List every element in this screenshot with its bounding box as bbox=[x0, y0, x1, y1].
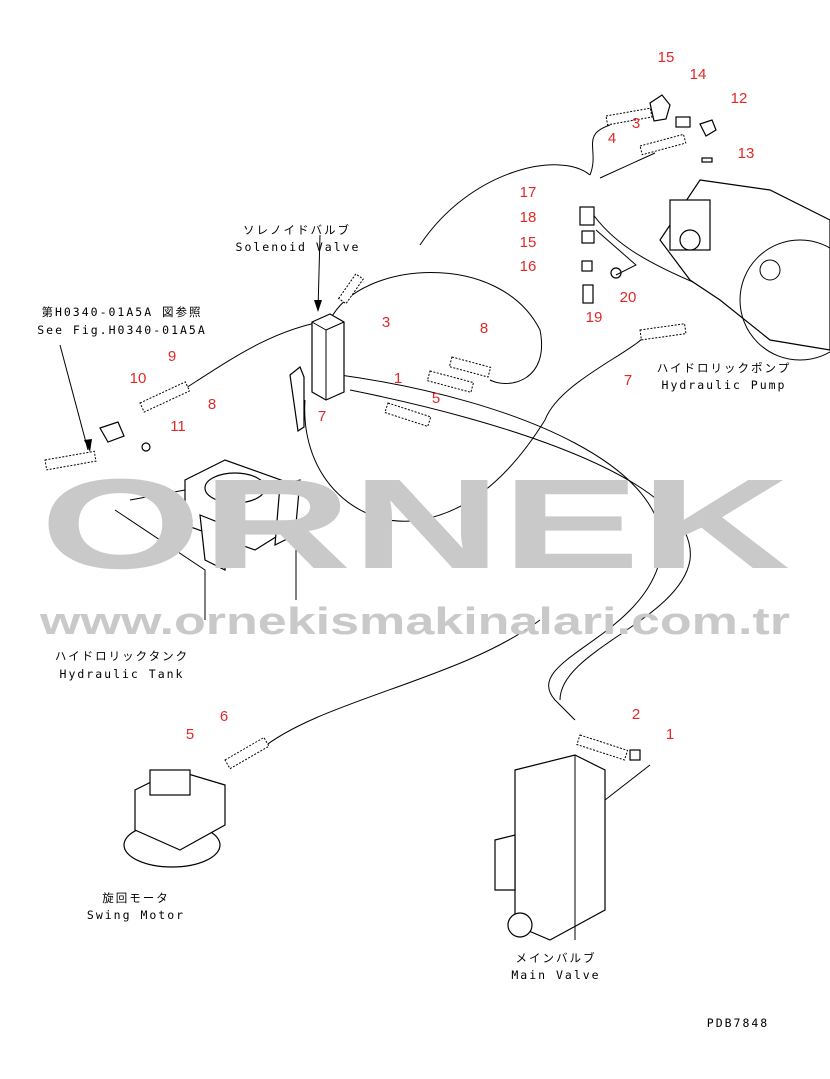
callout: 9 bbox=[168, 348, 176, 365]
swing-label-jp: 旋回モータ bbox=[102, 891, 170, 905]
swing-label-en: Swing Motor bbox=[87, 908, 185, 922]
watermark-logo: ORNEK bbox=[40, 453, 790, 596]
callout: 7 bbox=[624, 372, 632, 389]
callout: 4 bbox=[608, 130, 616, 147]
callout: 1 bbox=[394, 370, 402, 387]
callout: 3 bbox=[632, 115, 640, 132]
callout: 7 bbox=[318, 408, 326, 425]
pump-label-jp: ハイドロリックポンプ bbox=[657, 361, 791, 375]
callout: 16 bbox=[520, 258, 537, 275]
callout: 20 bbox=[620, 289, 637, 306]
callout: 12 bbox=[731, 90, 748, 107]
ref-label-en: See Fig.H0340-01A5A bbox=[37, 323, 207, 337]
hydraulic-tank bbox=[114, 459, 301, 620]
callout: 11 bbox=[170, 418, 186, 435]
swing-motor bbox=[123, 769, 226, 868]
solenoid-label-jp: ソレノイドバルブ bbox=[243, 223, 351, 237]
pump-label-en: Hydraulic Pump bbox=[662, 378, 787, 392]
hoses bbox=[174, 124, 701, 751]
tank-label-en: Hydraulic Tank bbox=[60, 667, 185, 681]
leader-lines bbox=[59, 152, 656, 452]
hydraulic-pump bbox=[659, 179, 830, 361]
figure-id: PDB7848 bbox=[707, 1016, 769, 1030]
callout: 14 bbox=[690, 66, 707, 83]
callout: 8 bbox=[208, 396, 216, 413]
callout-numbers: 15 14 12 3 4 13 17 18 15 16 20 19 3 8 1 … bbox=[130, 49, 755, 743]
callout: 15 bbox=[658, 49, 675, 66]
callout: 5 bbox=[186, 726, 194, 743]
ref-label-jp: 第H0340-01A5A 図参照 bbox=[41, 305, 202, 319]
callout: 8 bbox=[480, 320, 488, 337]
callout: 5 bbox=[432, 390, 440, 407]
callout: 15 bbox=[520, 234, 537, 251]
callout: 18 bbox=[520, 209, 537, 226]
watermark: ORNEK www.ornekismakinalari.com.tr bbox=[39, 453, 791, 643]
component-labels: ソレノイドバルブ Solenoid Valve 第H0340-01A5A 図参照… bbox=[37, 223, 791, 1030]
watermark-url: www.ornekismakinalari.com.tr bbox=[39, 601, 791, 643]
callout: 17 bbox=[520, 184, 537, 201]
solenoid-valve bbox=[289, 234, 345, 433]
callout: 2 bbox=[632, 706, 640, 723]
callout: 10 bbox=[130, 370, 147, 387]
tank-label-jp: ハイドロリックタンク bbox=[55, 649, 189, 663]
main-valve-label-en: Main Valve bbox=[511, 968, 600, 982]
main-valve bbox=[494, 754, 651, 941]
callout: 13 bbox=[738, 145, 755, 162]
callout: 3 bbox=[382, 314, 390, 331]
main-valve-label-jp: メインバルブ bbox=[516, 951, 597, 965]
callout: 1 bbox=[666, 726, 674, 743]
solenoid-label-en: Solenoid Valve bbox=[236, 240, 361, 254]
callout: 19 bbox=[586, 309, 603, 326]
callout: 6 bbox=[220, 708, 228, 725]
fittings bbox=[44, 94, 717, 770]
